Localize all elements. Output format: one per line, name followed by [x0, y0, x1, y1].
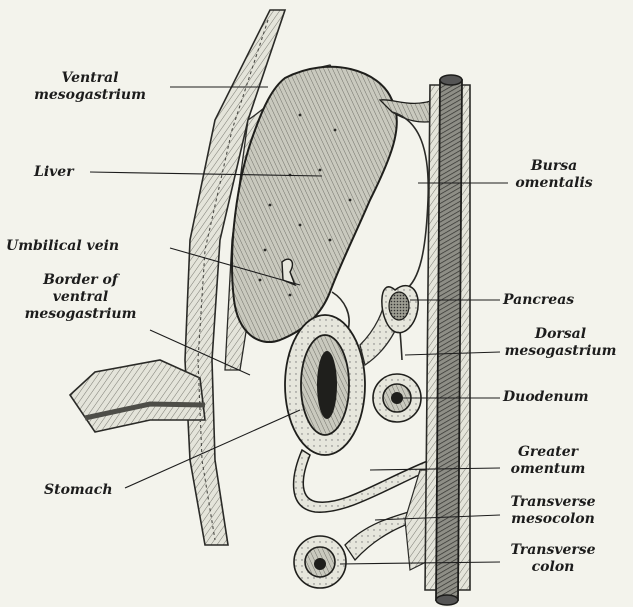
label-liver: Liver	[34, 164, 74, 181]
label-greater-omentum: Greater omentum	[498, 444, 598, 478]
label-stomach: Stomach	[44, 482, 113, 499]
label-transverse-colon: Transverse colon	[498, 542, 608, 576]
label-border-ventral-mesogastrium: Border of ventral mesogastrium	[8, 272, 153, 323]
label-ventral-mesogastrium: Ventral mesogastrium	[30, 70, 150, 104]
label-bursa-omentalis: Bursa omentalis	[504, 158, 604, 192]
aorta-tube	[436, 80, 462, 600]
label-umbilical-vein: Umbilical vein	[6, 238, 119, 255]
label-dorsal-mesogastrium: Dorsal mesogastrium	[498, 326, 623, 360]
label-duodenum: Duodenum	[503, 389, 589, 406]
label-transverse-mesocolon: Transverse mesocolon	[498, 494, 608, 528]
label-pancreas: Pancreas	[503, 292, 574, 309]
transverse-colon-lumen	[314, 558, 326, 570]
liver-shape	[232, 67, 397, 342]
pancreas-body	[389, 292, 409, 320]
umbilical-cord	[70, 360, 205, 432]
stomach-lumen	[317, 351, 337, 419]
